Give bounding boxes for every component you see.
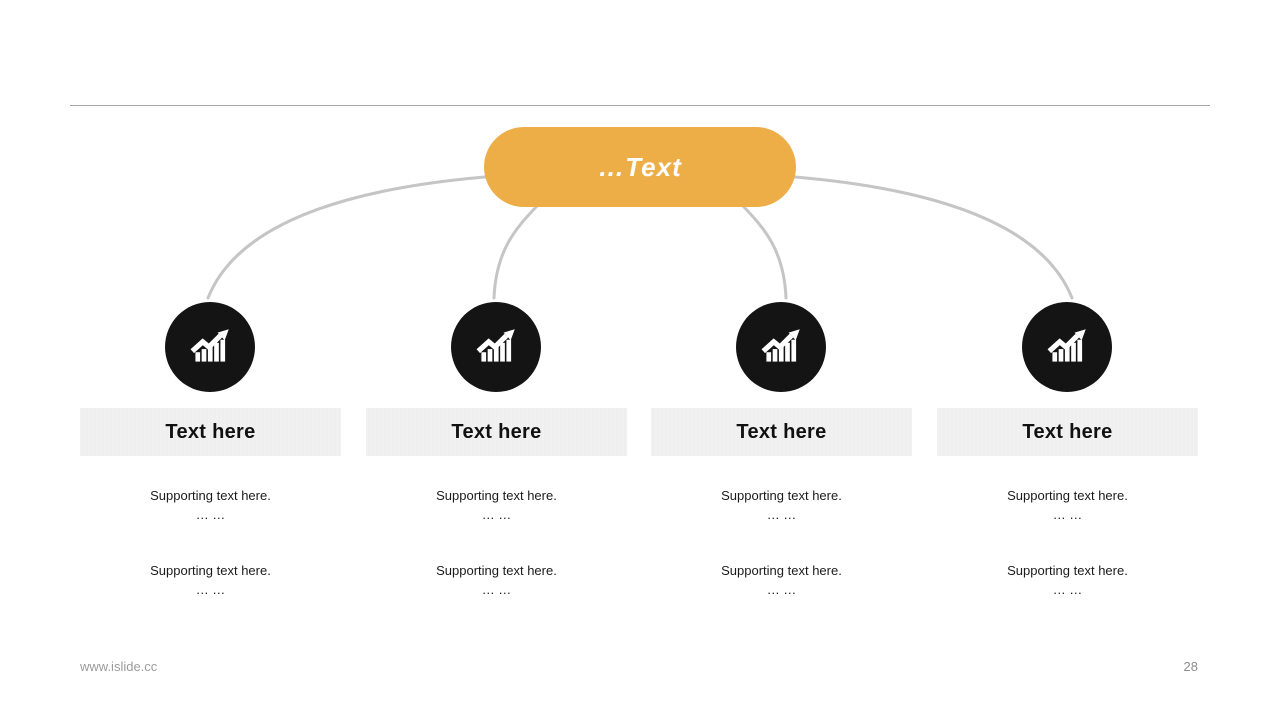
- supporting-text-block: Supporting text here. … …: [651, 561, 912, 599]
- dots-line: … …: [195, 582, 226, 597]
- dots-line: … …: [1052, 507, 1083, 522]
- supporting-text-block: Supporting text here. … …: [937, 561, 1198, 599]
- supporting-line: Supporting text here.: [150, 563, 271, 578]
- branch-column-2: Text here Supporting text here. … … Supp…: [366, 302, 627, 612]
- supporting-text-block: Supporting text here. … …: [80, 486, 341, 524]
- supporting-line: Supporting text here.: [721, 488, 842, 503]
- branch-node-1[interactable]: [165, 302, 255, 392]
- top-divider: [70, 105, 1210, 106]
- chart-increase-icon: [1047, 329, 1086, 362]
- connector-curve: [741, 204, 788, 300]
- branch-title-box-4[interactable]: Text here: [937, 408, 1198, 456]
- dots-line: … …: [481, 582, 512, 597]
- page-number: 28: [1183, 659, 1198, 674]
- chart-increase-icon: [190, 329, 229, 362]
- dots-line: … …: [195, 507, 226, 522]
- chart-increase-icon: [476, 329, 515, 362]
- branch-column-4: Text here Supporting text here. … … Supp…: [937, 302, 1198, 612]
- connector-curve: [793, 175, 1074, 300]
- supporting-text-block: Supporting text here. … …: [366, 561, 627, 599]
- dots-line: … …: [766, 582, 797, 597]
- dots-line: … …: [1052, 582, 1083, 597]
- branch-title-box-2[interactable]: Text here: [366, 408, 627, 456]
- supporting-line: Supporting text here.: [436, 488, 557, 503]
- dots-line: … …: [766, 507, 797, 522]
- branch-title: Text here: [165, 420, 256, 443]
- supporting-text-block: Supporting text here. … …: [937, 486, 1198, 524]
- supporting-line: Supporting text here.: [436, 563, 557, 578]
- supporting-line: Supporting text here.: [1007, 563, 1128, 578]
- branch-title: Text here: [736, 420, 827, 443]
- branch-title: Text here: [1022, 420, 1113, 443]
- supporting-line: Supporting text here.: [721, 563, 842, 578]
- branch-node-4[interactable]: [1022, 302, 1112, 392]
- branch-node-2[interactable]: [451, 302, 541, 392]
- supporting-line: Supporting text here.: [150, 488, 271, 503]
- supporting-text-block: Supporting text here. … …: [651, 486, 912, 524]
- supporting-line: Supporting text here.: [1007, 488, 1128, 503]
- branch-title-box-3[interactable]: Text here: [651, 408, 912, 456]
- supporting-text-block: Supporting text here. … …: [366, 486, 627, 524]
- root-node[interactable]: …Text: [484, 127, 796, 207]
- connector-curve: [492, 204, 539, 300]
- dots-line: … …: [481, 507, 512, 522]
- supporting-text-block: Supporting text here. … …: [80, 561, 341, 599]
- footer-url[interactable]: www.islide.cc: [80, 659, 158, 674]
- branch-title: Text here: [451, 420, 542, 443]
- branch-column-1: Text here Supporting text here. … … Supp…: [80, 302, 341, 612]
- root-node-label: …Text: [598, 151, 682, 182]
- branch-title-box-1[interactable]: Text here: [80, 408, 341, 456]
- connector-curve: [206, 175, 487, 300]
- branch-node-3[interactable]: [736, 302, 826, 392]
- chart-increase-icon: [761, 329, 800, 362]
- branch-column-3: Text here Supporting text here. … … Supp…: [651, 302, 912, 612]
